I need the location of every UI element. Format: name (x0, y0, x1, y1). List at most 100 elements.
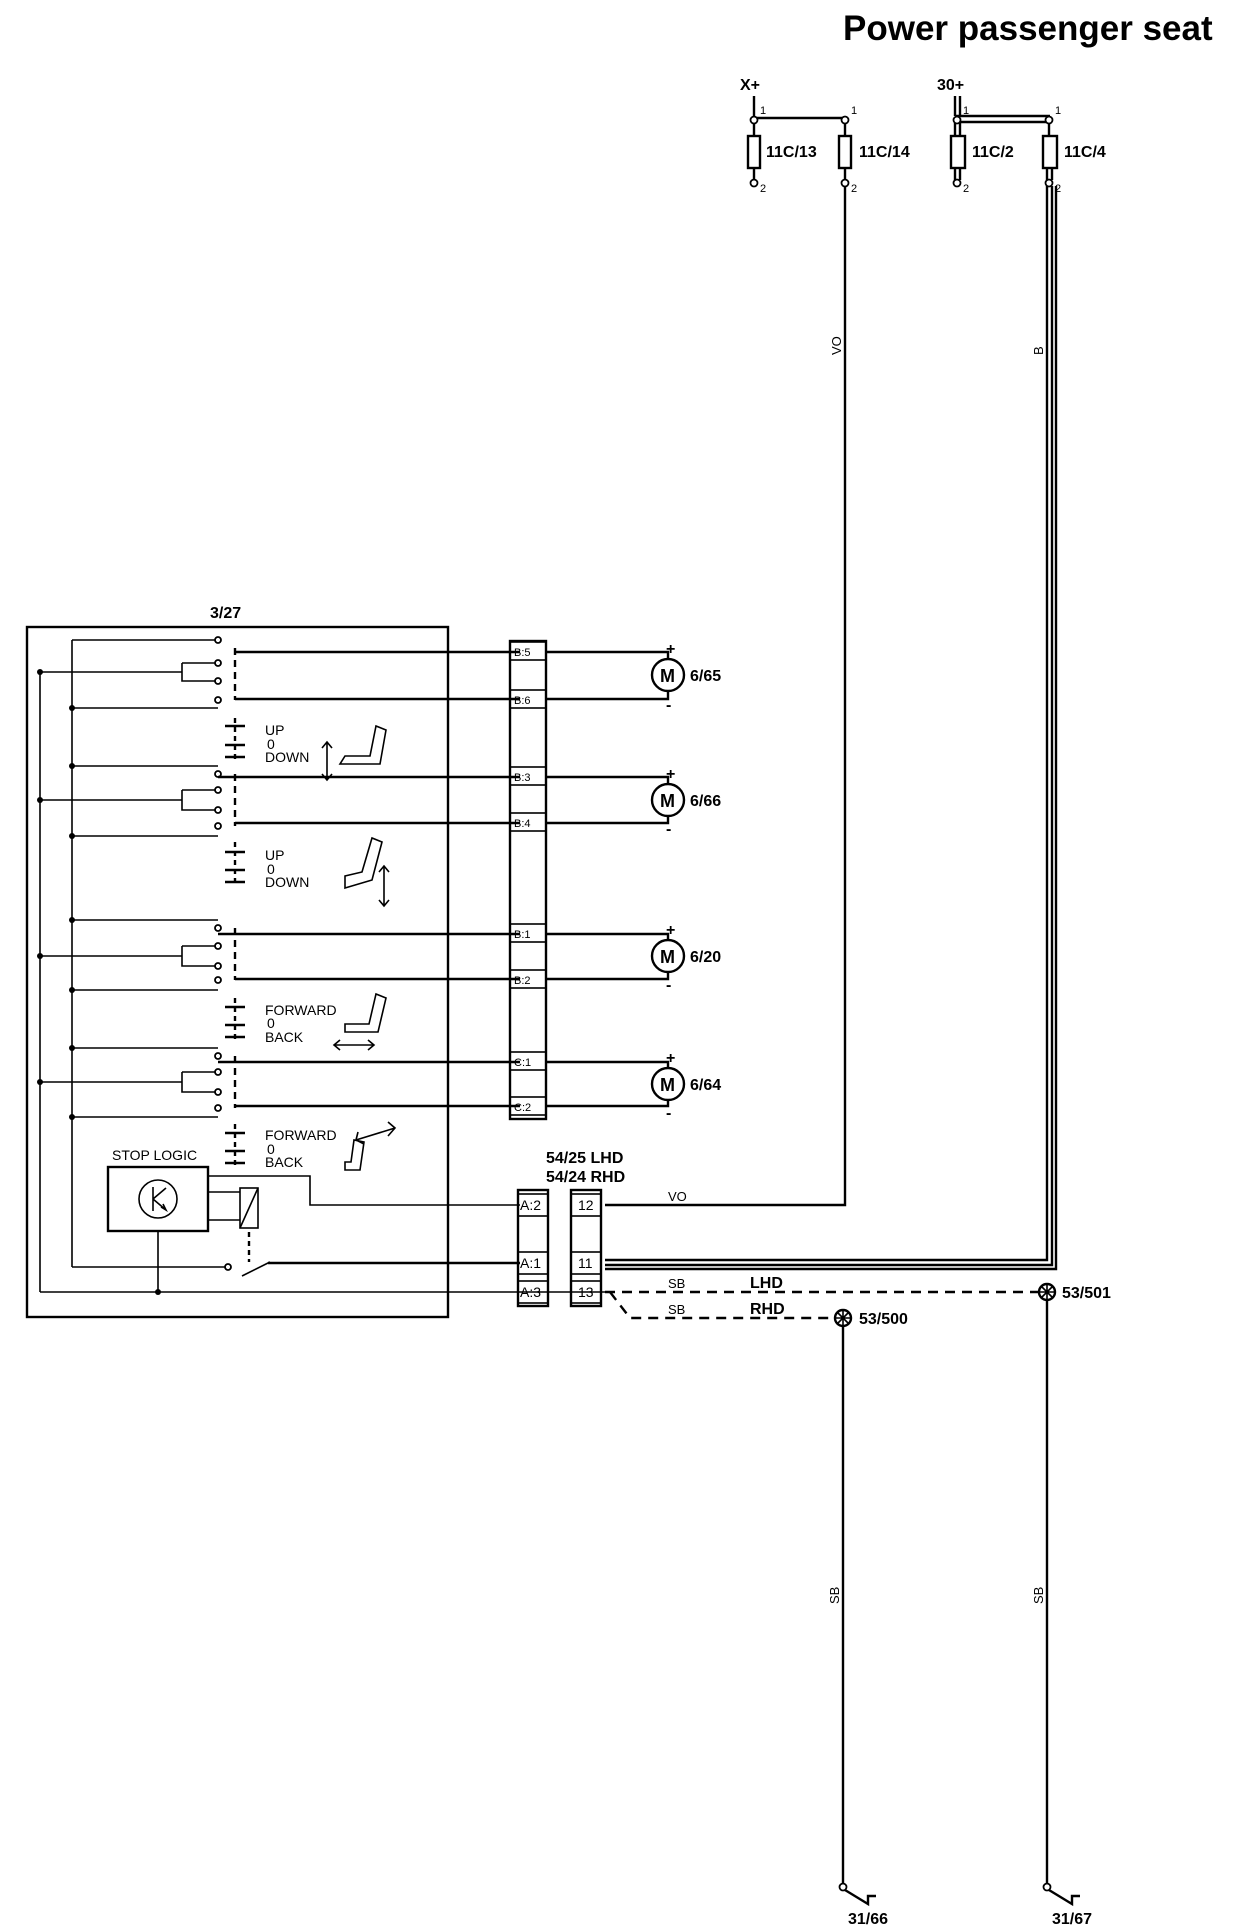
transistor-icon (152, 1187, 168, 1213)
svg-text:-: - (666, 1105, 671, 1122)
stop-logic: STOP LOGIC (106, 1147, 520, 1295)
splice-53-500-label: 53/500 (859, 1311, 908, 1328)
motor-6-20: M + - 6/20 (546, 922, 721, 994)
svg-text:DOWN: DOWN (265, 874, 309, 890)
fuse-11c2-label: 11C/2 (972, 144, 1014, 161)
fuse-11c13: 1 2 11C/13 (746, 105, 817, 195)
seat-tilt-icon (344, 836, 390, 908)
svg-text:1: 1 (1055, 105, 1061, 117)
connector-b-pin: B:1 (509, 923, 547, 943)
motor-6-64-label: 6/64 (690, 1077, 721, 1094)
connector-a: 54/25 LHD 54/24 RHD A:2 A:1 A:3 12 11 13 (516, 1150, 625, 1308)
svg-text:+: + (666, 1050, 675, 1067)
fuse-11c4: 1 2 11C/4 (1041, 105, 1106, 195)
motor-6-65-label: 6/65 (690, 668, 721, 685)
svg-text:B:6: B:6 (514, 695, 531, 707)
motor-6-20-label: 6/20 (690, 949, 721, 966)
svg-text:2: 2 (963, 183, 969, 195)
svg-text:C:1: C:1 (514, 1057, 531, 1069)
switch-seat-backrest: FORWARD 0 BACK (37, 1045, 520, 1171)
svg-text:0: 0 (267, 736, 275, 752)
svg-text:-: - (666, 977, 671, 994)
ground-31-67-label: 31/67 (1052, 1911, 1092, 1928)
wire-sb-rhd-label: SB (668, 1302, 685, 1317)
switch-seat-fore-aft: FORWARD 0 BACK (37, 917, 520, 1051)
variant-rhd-label: RHD (750, 1301, 785, 1318)
svg-text:1: 1 (760, 105, 766, 117)
svg-text:11: 11 (578, 1255, 593, 1271)
stop-logic-label: STOP LOGIC (112, 1147, 197, 1163)
svg-text:0: 0 (267, 861, 275, 877)
connector-lhd-label: 54/25 LHD (546, 1150, 623, 1167)
connector-b-pin: B:6 (509, 689, 547, 709)
connector-b-pin: B:4 (509, 812, 547, 832)
svg-text:-: - (666, 697, 671, 714)
supply-30-label: 30+ (937, 77, 964, 94)
connector-b: B:5 B:6 B:3 B:4 B:1 B:2 C:1 C:2 (508, 639, 548, 1121)
svg-text:13: 13 (578, 1284, 594, 1300)
splice-53-501-label: 53/501 (1062, 1285, 1111, 1302)
switch-seat-height: UP 0 DOWN (37, 636, 520, 782)
wire-b-vertical-label: B (1031, 346, 1046, 355)
seat-fore-aft-icon (332, 992, 387, 1051)
svg-text:B:5: B:5 (514, 647, 531, 659)
splice-53-500: 53/500 (833, 1308, 908, 1328)
svg-text:+: + (666, 922, 675, 939)
svg-text:+: + (666, 641, 675, 658)
connector-b-pin: C:1 (509, 1051, 547, 1071)
fuse-11c2: 1 2 11C/2 (949, 105, 1014, 195)
svg-text:DOWN: DOWN (265, 749, 309, 765)
svg-text:A:1: A:1 (520, 1255, 541, 1271)
fuse-11c4-label: 11C/4 (1064, 144, 1106, 161)
fuse-11c14: 1 2 11C/14 (837, 105, 910, 195)
fuse-11c13-label: 11C/13 (766, 144, 817, 161)
ground-31-66-label: 31/66 (848, 1911, 888, 1928)
seat-height-icon (321, 724, 387, 782)
variant-lhd-label: LHD (750, 1275, 783, 1292)
svg-text:2: 2 (760, 183, 766, 195)
svg-text:M: M (660, 666, 675, 686)
connector-rhd-label: 54/24 RHD (546, 1169, 625, 1186)
svg-text:0: 0 (267, 1015, 275, 1031)
supply-xplus-label: X+ (740, 77, 760, 94)
svg-text:C:2: C:2 (514, 1102, 531, 1114)
wire-vo-horizontal-label: VO (668, 1189, 687, 1204)
svg-text:M: M (660, 947, 675, 967)
fuse-11c14-label: 11C/14 (859, 144, 910, 161)
svg-text:2: 2 (851, 183, 857, 195)
motor-6-66-label: 6/66 (690, 793, 721, 810)
svg-text:0: 0 (267, 1141, 275, 1157)
svg-text:B:1: B:1 (514, 929, 531, 941)
fuse-block: X+ 30+ 1 2 11C/13 1 2 11C/14 (740, 77, 1106, 195)
connector-b-pin: C:2 (509, 1096, 547, 1116)
svg-text:FORWARD: FORWARD (265, 1002, 337, 1018)
svg-text:UP: UP (265, 722, 284, 738)
svg-text:B:3: B:3 (514, 772, 531, 784)
seat-backrest-icon (344, 1121, 397, 1171)
svg-text:A:3: A:3 (520, 1284, 541, 1300)
svg-text:B:4: B:4 (514, 818, 531, 830)
switch-seat-tilt: UP 0 DOWN (37, 763, 520, 908)
svg-text:1: 1 (851, 105, 857, 117)
svg-text:M: M (660, 791, 675, 811)
wire-sb-rhd (609, 1291, 834, 1320)
svg-text:2: 2 (1055, 183, 1061, 195)
motor-6-65: M + - 6/65 (546, 641, 721, 714)
wire-b (605, 186, 1049, 1262)
module-ref-label: 3/27 (210, 605, 241, 622)
svg-text:A:2: A:2 (520, 1197, 541, 1213)
svg-text:UP: UP (265, 847, 284, 863)
svg-text:M: M (660, 1075, 675, 1095)
svg-text:BACK: BACK (265, 1029, 304, 1045)
wire-vo (605, 186, 847, 1207)
wire-vo-vertical-label: VO (829, 336, 844, 355)
svg-text:B:2: B:2 (514, 975, 531, 987)
diagram-title: Power passenger seat (843, 9, 1213, 48)
svg-text:12: 12 (578, 1197, 594, 1213)
ground-31-67: 31/67 (1042, 1882, 1092, 1928)
wire-sb-right-label: SB (1031, 1587, 1046, 1604)
connector-b-pin: B:2 (509, 969, 547, 989)
splice-53-501: 53/501 (1037, 1282, 1111, 1302)
